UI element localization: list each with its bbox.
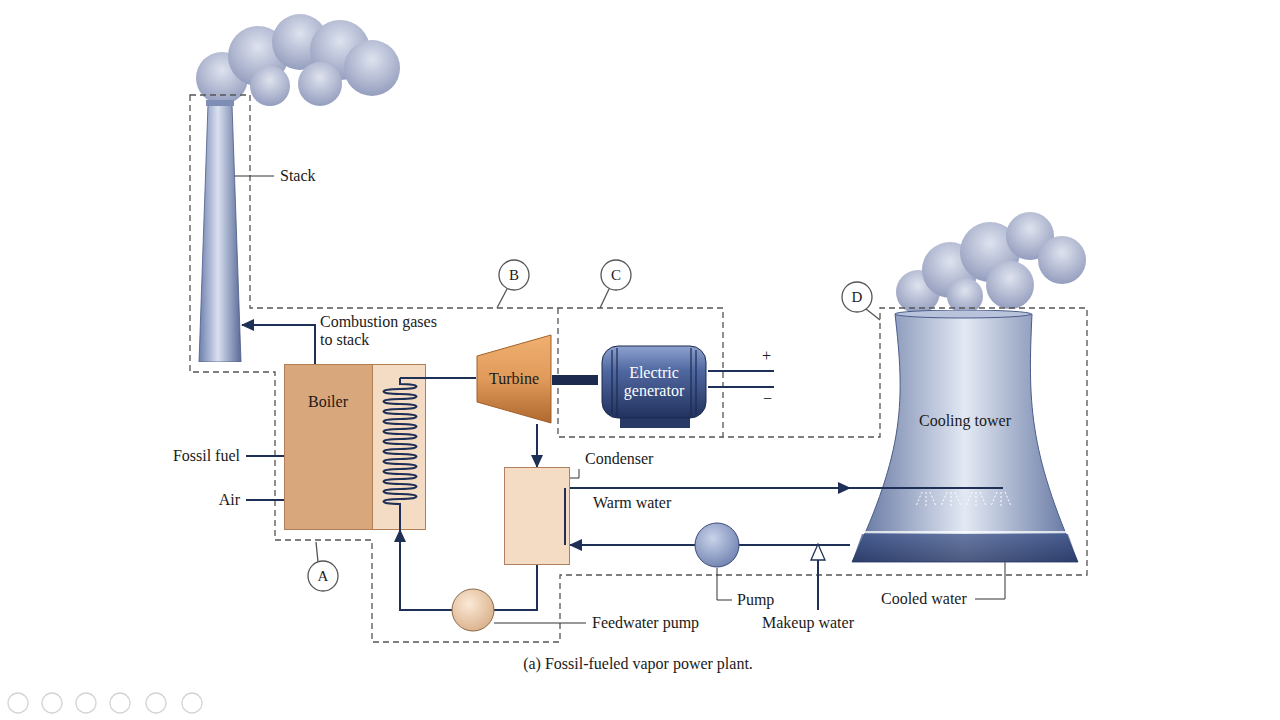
part-label: Feedwater pump: [592, 614, 699, 632]
cooling-tower-outline: [850, 310, 1080, 565]
callout-number: C: [611, 266, 621, 284]
makeup-arrow: [811, 544, 825, 610]
input-label: Air: [219, 491, 240, 509]
callout-number: B: [509, 266, 519, 284]
callout-number: D: [852, 288, 863, 306]
edge-label: Warm water: [593, 494, 671, 512]
edge-label: Combustion gases to stack: [320, 313, 448, 349]
boundary-line: [190, 95, 1087, 642]
part-label: Makeup water: [762, 614, 854, 632]
part-label: Pump: [737, 591, 774, 609]
figure-caption: (a) Fossil-fueled vapor power plant.: [0, 655, 1276, 673]
node-label: Electric generator: [614, 364, 694, 400]
feedwater-pump: [452, 589, 494, 631]
node-label: Stack: [280, 167, 316, 185]
stack-chimney: Stack: [198, 100, 242, 362]
condenser-box-outline: [504, 467, 570, 565]
smoke-cloud: [196, 14, 400, 106]
stack-chimney-outline: [198, 100, 242, 362]
player-toolbar: [8, 693, 202, 713]
node-label: Cooling tower: [850, 412, 1080, 430]
part-label: Cooled water: [881, 590, 967, 608]
terminal-wire: [708, 371, 774, 387]
node-label: Condenser: [585, 450, 653, 468]
node-label: Boiler: [284, 393, 372, 411]
condenser-box: Condenser: [504, 467, 570, 565]
pump-symbol: [695, 523, 739, 567]
turbine-shape: Turbine: [476, 334, 552, 424]
steam-cloud: [896, 212, 1086, 314]
generator-shape: Electric generator: [598, 340, 710, 430]
flow-line: [242, 325, 315, 364]
boiler-box-outline: [284, 364, 426, 530]
callout-number: A: [318, 567, 329, 585]
flow-line: [536, 424, 538, 467]
drive-shaft: [552, 375, 598, 385]
cooling-tower: Cooling tower: [850, 310, 1080, 565]
flow-line: [570, 487, 850, 489]
input-label: Fossil fuel: [173, 447, 240, 465]
boiler-box: Boiler: [284, 364, 426, 530]
terminal-sign: −: [763, 390, 772, 408]
flow-line: [426, 377, 476, 379]
callout-bubble: [308, 260, 880, 591]
terminal-sign: +: [762, 347, 771, 365]
node-label: Turbine: [476, 370, 552, 388]
